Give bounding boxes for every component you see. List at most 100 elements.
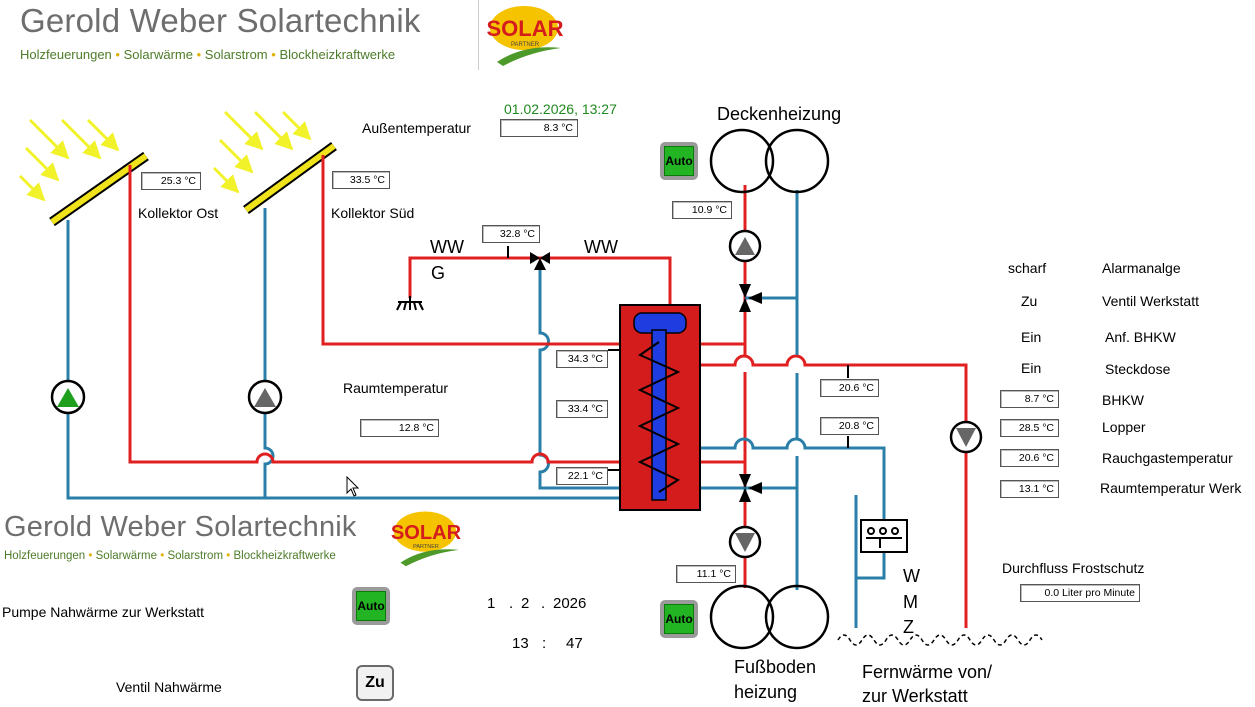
tagline-item: Holzfeuerungen bbox=[20, 47, 112, 62]
ground-line bbox=[837, 634, 1043, 646]
tagline-item: Blockheizkraftwerke bbox=[279, 47, 396, 62]
heating-return-lines bbox=[700, 190, 886, 628]
time-sep: : bbox=[542, 635, 547, 652]
solar-flow-lines bbox=[128, 155, 620, 464]
status-state: Ein bbox=[1021, 360, 1042, 376]
reading-value: 13.1 °C bbox=[1000, 480, 1059, 498]
status-state: Ein bbox=[1021, 329, 1042, 345]
footer-brand-tagline: Holzfeuerungen • Solarwärme • Solarstrom… bbox=[4, 550, 336, 562]
district-label-2: zur Werkstatt bbox=[862, 686, 968, 706]
pump-icon-south bbox=[247, 379, 283, 415]
outdoor-temp-value: 8.3 °C bbox=[500, 119, 578, 137]
ceiling-temp-value: 10.9 °C bbox=[672, 201, 732, 219]
footer-brand-title: Gerold Weber Solartechnik bbox=[4, 511, 357, 543]
reading-label: Rauchgastemperatur bbox=[1102, 450, 1233, 466]
floor-heating-label-1: Fußboden bbox=[734, 657, 817, 677]
mouse-cursor-icon bbox=[346, 476, 360, 497]
flow-label: Durchfluss Frostschutz bbox=[1002, 560, 1145, 576]
brand-title: Gerold Weber Solartechnik bbox=[20, 2, 421, 39]
valve-icon-ceiling bbox=[739, 284, 762, 312]
floor-temp-value: 11.1 °C bbox=[676, 565, 736, 583]
wmz-letter-m: M bbox=[903, 592, 918, 612]
room-temp-label: Raumtemperatur bbox=[343, 380, 449, 396]
status-label: Ventil Werkstatt bbox=[1102, 293, 1200, 309]
room-temp-value: 12.8 °C bbox=[360, 419, 439, 437]
storage-temp-bottom: 22.1 °C bbox=[556, 467, 608, 485]
date-sep: . bbox=[541, 595, 546, 612]
pump-nahwaerme-auto-button[interactable]: Auto bbox=[352, 587, 390, 625]
reading-label: BHKW bbox=[1102, 392, 1144, 408]
date-month: 2 bbox=[521, 595, 530, 612]
pump-icon-ceiling bbox=[728, 229, 762, 263]
floor-auto-button[interactable]: Auto bbox=[660, 600, 698, 638]
collector-panel-south bbox=[243, 141, 337, 215]
tank-sensor-ticks bbox=[608, 349, 620, 471]
pump-icon-east bbox=[50, 379, 86, 415]
svg-text:PARTNER: PARTNER bbox=[413, 544, 439, 550]
tagline-item: Solarwärme bbox=[95, 550, 157, 562]
reading-label: Lopper bbox=[1102, 419, 1146, 435]
ww-label-left: WW bbox=[430, 237, 464, 257]
date-day: 1 bbox=[487, 595, 496, 612]
storage-temp-top: 34.3 °C bbox=[556, 350, 608, 368]
valve-nahwaerme-button[interactable]: Zu bbox=[356, 665, 394, 701]
collector-east-label: Kollektor Ost bbox=[138, 205, 219, 221]
floor-heating-icon bbox=[709, 584, 830, 650]
status-label: Anf. BHKW bbox=[1105, 329, 1176, 345]
status-state: Zu bbox=[1021, 293, 1038, 309]
status-label: Steckdose bbox=[1105, 361, 1171, 377]
pump-icon-floor bbox=[728, 525, 762, 559]
time-hour: 13 bbox=[512, 635, 529, 652]
brand-tagline: Holzfeuerungen • Solarwärme • Solarstrom… bbox=[20, 47, 396, 62]
ww-label-g: G bbox=[431, 263, 446, 283]
reading-value: 8.7 °C bbox=[1000, 390, 1059, 408]
footer-solar-partner-logo: SOLAR PARTNER bbox=[384, 506, 468, 570]
sun-rays-south bbox=[212, 110, 312, 194]
current-datetime: 01.02.2026, 13:27 bbox=[504, 101, 617, 117]
tagline-item: Blockheizkraftwerke bbox=[233, 550, 336, 562]
ceiling-heating-icon bbox=[709, 128, 830, 194]
sun-rays-east bbox=[18, 118, 120, 202]
time-minute: 47 bbox=[566, 635, 583, 652]
floor-heating-label-2: heizung bbox=[734, 682, 798, 702]
ceiling-heating-label: Deckenheizung bbox=[717, 104, 842, 124]
return-temp-2: 20.8 °C bbox=[820, 417, 879, 435]
mixing-valve-icon bbox=[530, 252, 550, 270]
outdoor-temp-label: Außentemperatur bbox=[362, 120, 471, 136]
district-label-1: Fernwärme von/ bbox=[862, 662, 993, 682]
ww-temp-value: 32.8 °C bbox=[482, 225, 540, 243]
shower-icon bbox=[396, 296, 424, 311]
collector-panel-east bbox=[49, 151, 149, 227]
collector-east-temp: 25.3 °C bbox=[141, 172, 201, 190]
status-state: scharf bbox=[1008, 260, 1047, 276]
collector-south-temp: 33.5 °C bbox=[332, 171, 390, 189]
date-year: 2026 bbox=[553, 595, 587, 612]
ww-label-right: WW bbox=[584, 237, 618, 257]
valve-nahwaerme-label: Ventil Nahwärme bbox=[116, 679, 222, 695]
svg-text:PARTNER: PARTNER bbox=[511, 42, 540, 48]
wmz-letter-z: Z bbox=[903, 617, 914, 637]
svg-text:SOLAR: SOLAR bbox=[391, 522, 462, 544]
svg-text:SOLAR: SOLAR bbox=[487, 16, 564, 41]
valve-icon-floor bbox=[739, 474, 762, 502]
status-label: Alarmanalge bbox=[1102, 260, 1181, 276]
collector-south-label: Kollektor Süd bbox=[331, 205, 415, 221]
reading-label: Raumtemperatur Werk bbox=[1100, 480, 1242, 496]
tagline-item: Solarwärme bbox=[123, 47, 193, 62]
tagline-item: Solarstrom bbox=[167, 550, 224, 562]
return-temp-1: 20.6 °C bbox=[820, 379, 879, 397]
solar-partner-logo: SOLAR PARTNER bbox=[478, 0, 571, 70]
flow-value: 0.0 Liter pro Minute bbox=[1020, 584, 1140, 602]
reading-value: 20.6 °C bbox=[1000, 449, 1059, 467]
tagline-item: Holzfeuerungen bbox=[4, 550, 86, 562]
tagline-item: Solarstrom bbox=[204, 47, 268, 62]
wmz-letter-w: W bbox=[903, 566, 920, 586]
pump-icon-district bbox=[949, 420, 983, 454]
heat-meter-icon bbox=[860, 519, 908, 553]
ceiling-auto-button[interactable]: Auto bbox=[660, 142, 698, 180]
date-sep: . bbox=[509, 595, 514, 612]
storage-temp-mid: 33.4 °C bbox=[556, 400, 608, 418]
pump-nahwaerme-label: Pumpe Nahwärme zur Werkstatt bbox=[2, 604, 205, 620]
storage-tank-icon bbox=[619, 304, 701, 511]
